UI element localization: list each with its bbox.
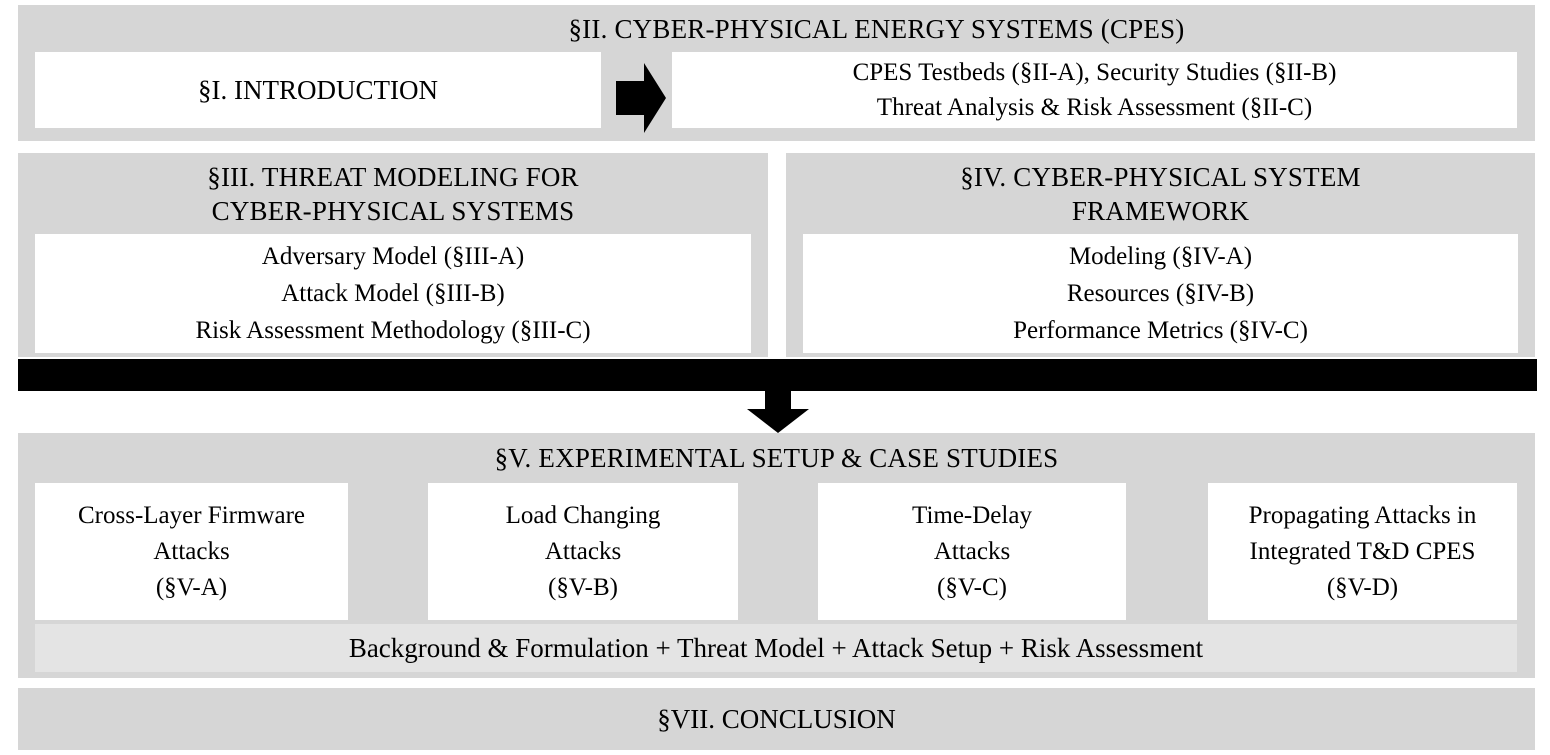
case-a-line-3: (§V-A)	[155, 573, 228, 601]
section-4-title-line-2: FRAMEWORK	[1071, 196, 1250, 226]
section-3-title-line-1: §III. THREAT MODELING FOR	[207, 162, 579, 192]
section-4-items-box: Modeling (§IV-A) Resources (§IV-B) Perfo…	[803, 234, 1518, 353]
case-c-line-2: Attacks	[933, 537, 1011, 565]
section-3-items-box: Adversary Model (§III-A) Attack Model (§…	[35, 234, 751, 353]
section-3-title: §III. THREAT MODELING FOR CYBER-PHYSICAL…	[18, 160, 768, 228]
section-2-topic-line-1: CPES Testbeds (§II-A), Security Studies …	[852, 59, 1337, 86]
case-study-box-a: Cross-Layer Firmware Attacks (§V-A)	[35, 483, 348, 620]
case-a-line-2: Attacks	[153, 537, 230, 565]
black-divider-bar	[18, 359, 1537, 391]
case-c-line-1: Time-Delay	[912, 501, 1032, 529]
section-7-title-text: §VII. CONCLUSION	[657, 703, 896, 734]
section-3-title-line-2: CYBER-PHYSICAL SYSTEMS	[211, 196, 575, 226]
section-3-item-3: Risk Assessment Methodology (§III-C)	[195, 317, 591, 344]
section-3-item-1: Adversary Model (§III-A)	[261, 243, 525, 270]
case-b-line-3: (§V-B)	[548, 573, 618, 601]
section-3-item-2: Attack Model (§III-B)	[281, 280, 505, 307]
case-d-line-2: Integrated T&D CPES	[1249, 537, 1476, 565]
section-4-title-line-1: §IV. CYBER-PHYSICAL SYSTEM	[960, 162, 1361, 192]
section-2-title: §II. CYBER-PHYSICAL ENERGY SYSTEMS (CPES…	[18, 12, 1535, 46]
case-a-line-1: Cross-Layer Firmware	[77, 501, 305, 529]
common-structure-text: Background & Formulation + Threat Model …	[348, 632, 1204, 663]
case-b-line-1: Load Changing	[505, 501, 661, 529]
case-d-line-1: Propagating Attacks in	[1248, 501, 1477, 529]
section-5-title: §V. EXPERIMENTAL SETUP & CASE STUDIES	[18, 441, 1535, 475]
section-7-panel: §VII. CONCLUSION	[18, 688, 1535, 750]
section-4-title: §IV. CYBER-PHYSICAL SYSTEM FRAMEWORK	[786, 160, 1535, 228]
right-arrow-icon	[616, 63, 666, 133]
section-1-box: §I. INTRODUCTION	[35, 52, 601, 128]
case-study-box-b: Load Changing Attacks (§V-B)	[428, 483, 738, 620]
section-1-label: §I. INTRODUCTION	[198, 74, 438, 105]
case-study-box-c: Time-Delay Attacks (§V-C)	[818, 483, 1126, 620]
case-d-line-3: (§V-D)	[1326, 573, 1399, 601]
section-5-title-text: §V. EXPERIMENTAL SETUP & CASE STUDIES	[494, 443, 1059, 473]
section-2-topics-box: CPES Testbeds (§II-A), Security Studies …	[672, 52, 1517, 128]
section-4-item-3: Performance Metrics (§IV-C)	[1013, 317, 1308, 344]
case-study-common-structure-bar: Background & Formulation + Threat Model …	[35, 624, 1517, 672]
section-4-item-1: Modeling (§IV-A)	[1068, 243, 1253, 270]
case-study-box-d: Propagating Attacks in Integrated T&D CP…	[1208, 483, 1517, 620]
section-4-item-2: Resources (§IV-B)	[1066, 280, 1255, 307]
down-arrow-icon	[747, 391, 809, 433]
case-c-line-3: (§V-C)	[937, 573, 1007, 601]
section-2-title-text: §II. CYBER-PHYSICAL ENERGY SYSTEMS (CPES…	[568, 14, 1185, 44]
section-2-topic-line-2: Threat Analysis & Risk Assessment (§II-C…	[876, 94, 1313, 121]
case-b-line-2: Attacks	[544, 537, 622, 565]
